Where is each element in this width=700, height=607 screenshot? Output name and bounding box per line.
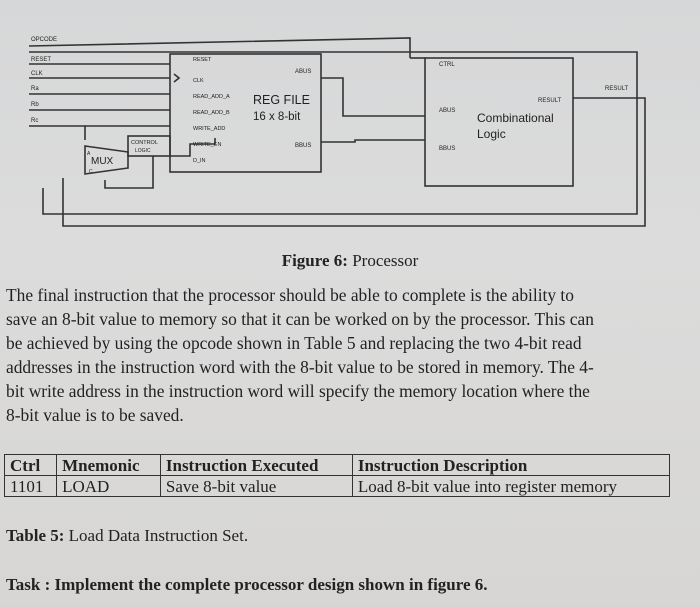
table-cell: LOAD [56,475,161,497]
task-statement: Task : Implement the complete processor … [6,575,488,594]
table-cell: 1101 [3,475,58,497]
comb-input-bbus: BBUS [439,146,455,152]
table-row: 1101 LOAD Save 8-bit value Load 8-bit va… [3,475,671,497]
regfile-title: REG FILE [253,93,310,107]
comb-output-result: RESULT [538,98,562,104]
paragraph-line: addresses in the instruction word with t… [6,357,594,377]
paragraph-line: save an 8-bit value to memory so that it… [6,309,594,329]
figure-title: Processor [352,251,419,270]
regfile-pin-d-in: D_IN [193,158,206,164]
mux-input-c: C [89,169,93,175]
mux-label: MUX [91,156,114,167]
body-paragraph: The final instruction that the processor… [6,283,676,427]
paragraph-line: 8-bit value is to be saved. [6,405,184,425]
paragraph-line: The final instruction that the processor… [6,285,574,305]
table-header-cell: Ctrl [3,454,58,476]
instruction-table: Ctrl Mnemonic Instruction Executed Instr… [3,454,671,497]
table-number: Table 5: [6,526,65,545]
paragraph-line: bit write address in the instruction wor… [6,381,590,401]
regfile-output-bbus: BBUS [295,143,311,149]
table-header-cell: Mnemonic [56,454,161,476]
diagram-label-opcode: OPCODE [31,37,57,43]
processor-diagram: OPCODE RESET CLK Ra Rb Rc RESET CLK READ… [28,37,646,227]
table-header-cell: Instruction Executed [159,454,353,476]
regfile-output-abus: ABUS [295,69,311,75]
table-header-cell: Instruction Description [351,454,671,476]
table-title: Load Data Instruction Set. [68,526,249,545]
comb-title-line1: Combinational [477,111,554,125]
diagram-label-rc: Rc [31,118,38,124]
regfile-pin-write-en: WRITE_EN [193,142,221,148]
regfile-pin-write-add: WRITE_ADD [193,126,225,132]
figure-number: Figure 6: [281,251,348,270]
figure-caption: Figure 6: Processor [0,251,700,271]
diagram-label-reset: RESET [31,57,51,63]
control-logic-label-2: LOGIC [135,148,151,154]
result-line-label: RESULT [605,86,629,92]
regfile-pin-clk: CLK [193,78,204,84]
diagram-label-clk: CLK [31,71,43,77]
regfile-pin-read-add-b: READ_ADD_B [193,110,230,116]
table-header-row: Ctrl Mnemonic Instruction Executed Instr… [3,454,671,476]
comb-title-line2: Logic [477,127,506,141]
control-logic-label-1: CONTROL [131,140,158,146]
table-caption: Table 5: Load Data Instruction Set. [6,526,248,546]
comb-input-abus: ABUS [439,108,455,114]
table-cell: Load 8-bit value into register memory [351,475,671,497]
diagram-label-rb: Rb [31,102,39,108]
paragraph-line: be achieved by using the opcode shown in… [6,333,582,353]
table-cell: Save 8-bit value [159,475,353,497]
regfile-pin-reset: RESET [193,57,212,63]
regfile-pin-read-add-a: READ_ADD_A [193,94,230,100]
diagram-label-ra: Ra [31,86,39,92]
regfile-size: 16 x 8-bit [253,111,301,123]
mux-input-a: A [87,151,91,157]
comb-input-ctrl: CTRL [439,62,455,68]
